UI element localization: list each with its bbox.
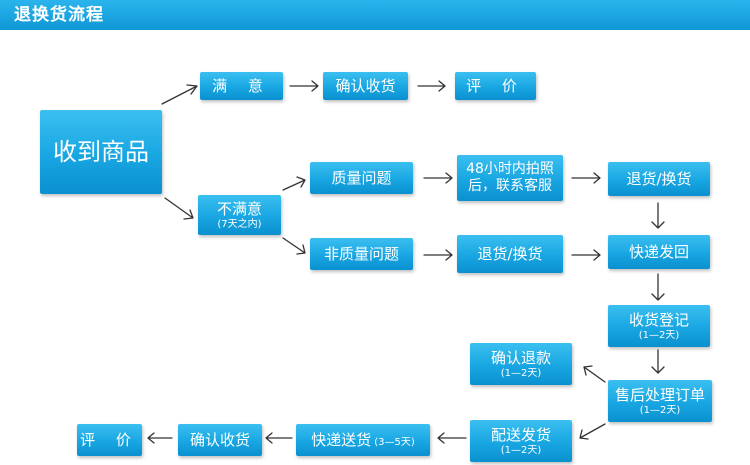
node-confirm-receipt-bottom-label: 确认收货 xyxy=(189,431,250,449)
node-express-back-label: 快递发回 xyxy=(628,243,689,261)
node-non-quality-issue: 非质量问题 xyxy=(310,238,413,270)
node-confirm-refund-note: (1—2天) xyxy=(500,367,542,379)
node-express-delivery: 快递送货 (3—5天) xyxy=(296,424,430,456)
node-unsatisfied: 不满意 (7天之内) xyxy=(198,195,281,235)
node-return-exchange-mid: 退货/换货 xyxy=(457,235,563,273)
arrow-received-to-satisfied xyxy=(161,84,198,105)
node-return-exchange-right: 退货/换货 xyxy=(608,162,710,196)
node-quality-issue: 质量问题 xyxy=(310,162,413,194)
arrow-after-sales-to-ship xyxy=(579,423,606,440)
node-review-bottom: 评 价 xyxy=(77,424,142,456)
arrow-after-sales-to-refund xyxy=(583,365,606,383)
node-confirm-refund-label: 确认退款 xyxy=(490,348,551,367)
node-photo-contact: 48小时内拍照 后，联系客服 xyxy=(457,155,563,201)
node-photo-contact-line2: 后，联系客服 xyxy=(468,178,552,194)
node-non-quality-issue-label: 非质量问题 xyxy=(323,245,399,263)
page-title: 退换货流程 xyxy=(14,5,104,25)
node-review-top-label: 评 价 xyxy=(466,77,525,95)
arrow-unsatisfied-to-nonquality xyxy=(282,237,306,255)
node-after-sales-note: (1—2天) xyxy=(639,404,681,416)
arrow-nonquality-to-return-mid xyxy=(423,249,453,261)
node-express-delivery-label: 快递送货 xyxy=(311,431,372,449)
node-unsatisfied-note: (7天之内) xyxy=(217,218,262,230)
node-confirm-receipt-bottom: 确认收货 xyxy=(178,424,262,456)
node-receive-register-label: 收货登记 xyxy=(628,310,689,329)
node-unsatisfied-label: 不满意 xyxy=(216,199,262,218)
arrow-return-right-to-express-back xyxy=(651,202,665,229)
node-return-exchange-right-label: 退货/换货 xyxy=(626,170,692,188)
arrow-received-to-unsatisfied xyxy=(164,197,194,220)
node-ship-out: 配送发货 (1—2天) xyxy=(470,420,572,462)
node-received: 收到商品 xyxy=(40,110,162,194)
node-receive-register: 收货登记 (1—2天) xyxy=(608,305,710,347)
node-confirm-receipt-top-label: 确认收货 xyxy=(335,77,396,95)
arrow-quality-to-photo xyxy=(423,172,453,184)
node-return-exchange-mid-label: 退货/换货 xyxy=(477,245,543,263)
node-review-top: 评 价 xyxy=(455,72,536,100)
node-confirm-receipt-top: 确认收货 xyxy=(323,72,408,100)
arrow-ship-to-express xyxy=(437,432,467,444)
arrow-photo-to-return xyxy=(571,172,601,184)
header-bar: 退换货流程 xyxy=(0,0,750,30)
node-photo-contact-line1: 48小时内拍照 xyxy=(466,161,554,177)
arrow-confirm-to-review xyxy=(417,80,446,92)
node-ship-out-label: 配送发货 xyxy=(490,425,551,444)
node-express-delivery-note: (3—5天) xyxy=(374,436,415,448)
arrow-register-to-after-sales xyxy=(651,349,665,374)
arrow-confirm-to-review-bottom xyxy=(147,432,173,444)
node-review-bottom-label: 评 价 xyxy=(80,431,139,449)
node-satisfied-label: 满 意 xyxy=(212,77,271,95)
arrow-express-back-to-register xyxy=(651,273,665,301)
arrow-unsatisfied-to-quality xyxy=(282,176,306,191)
node-quality-issue-label: 质量问题 xyxy=(331,169,392,187)
arrow-express-to-confirm xyxy=(265,432,293,444)
node-ship-out-note: (1—2天) xyxy=(500,444,542,456)
node-after-sales-label: 售后处理订单 xyxy=(614,385,705,404)
node-confirm-refund: 确认退款 (1—2天) xyxy=(470,343,572,385)
node-received-label: 收到商品 xyxy=(53,138,149,166)
node-receive-register-note: (1—2天) xyxy=(638,329,680,341)
node-after-sales: 售后处理订单 (1—2天) xyxy=(608,380,712,422)
node-express-back: 快递发回 xyxy=(608,235,710,269)
node-satisfied: 满 意 xyxy=(200,72,283,100)
arrow-satisfied-to-confirm xyxy=(289,80,319,92)
arrow-return-mid-to-express-back xyxy=(571,249,601,261)
